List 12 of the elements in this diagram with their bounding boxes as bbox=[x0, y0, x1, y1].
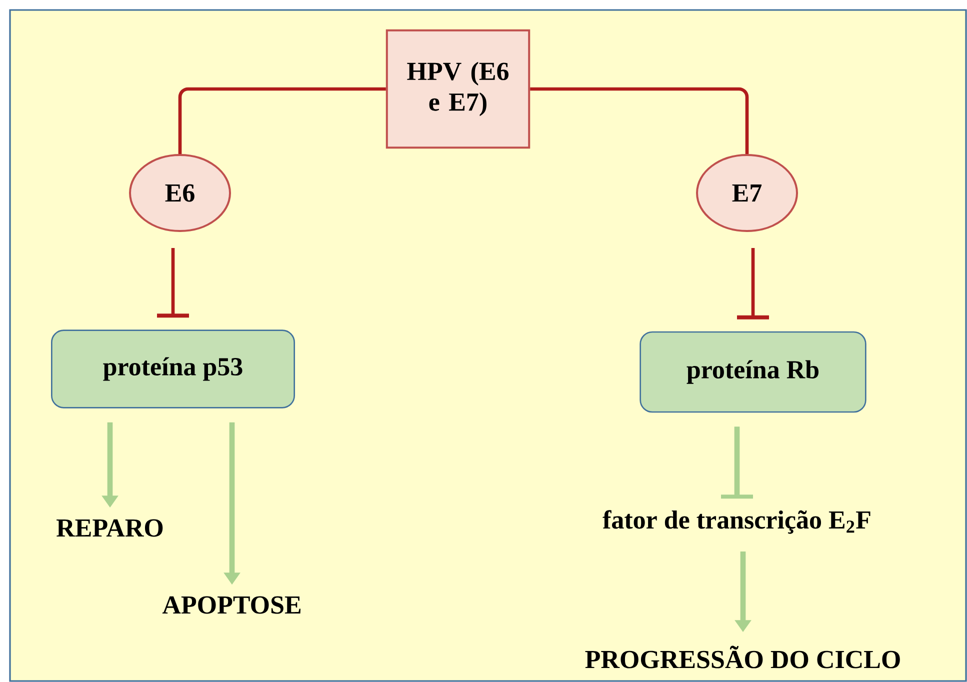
protein-box: proteína p53 bbox=[51, 330, 295, 408]
viral-protein-box: HPV (E6 e E7) bbox=[386, 29, 530, 149]
outcome-label: fator de transcrição E$_{2}$F bbox=[602, 510, 870, 534]
outcome-label: REPARO bbox=[56, 519, 163, 537]
outcome-label: PROGRESSÃO DO CICLO bbox=[585, 646, 900, 668]
connector-line bbox=[178, 87, 386, 154]
inhibition-line bbox=[157, 248, 189, 318]
inhibition-line bbox=[721, 426, 753, 499]
inhibition-line bbox=[737, 248, 769, 320]
connector-line bbox=[530, 87, 749, 154]
protein-box: proteína Rb bbox=[640, 331, 866, 413]
outcome-label: APOPTOSE bbox=[162, 596, 300, 614]
